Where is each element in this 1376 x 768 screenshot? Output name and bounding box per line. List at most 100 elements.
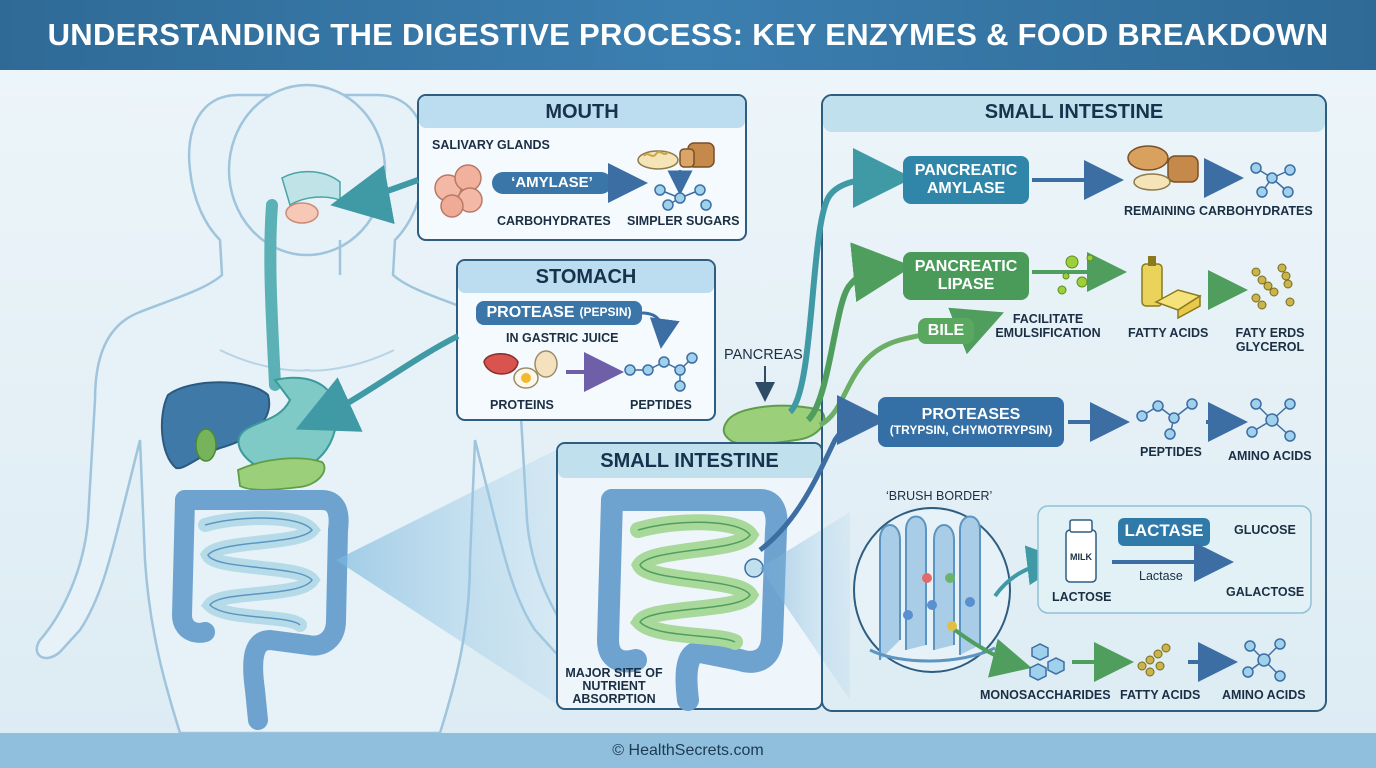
simple-sugar-molecule-icon: [654, 184, 712, 211]
emulsification-line2: EMULSIFICATION: [995, 326, 1101, 340]
pancreas-label: PANCREAS: [724, 347, 803, 363]
protease-label: PROTEASE: [486, 303, 575, 321]
protease-pill: PROTEASE (PEPSIN): [476, 301, 642, 325]
proteases-label: PROTEASES: [921, 405, 1021, 423]
inset-heading: SMALL INTESTINE: [600, 450, 779, 472]
esophagus: [264, 199, 281, 391]
pancreatic-amylase-line2: AMYLASE: [926, 180, 1006, 197]
liver: [160, 381, 271, 470]
head-outline: [227, 83, 387, 257]
pancreatic-amylase-pill-bg: [903, 156, 1029, 204]
peptides-label: PEPTIDES: [630, 398, 692, 412]
pancreatic-lipase-flow-arrow: [805, 242, 913, 423]
title-banner: UNDERSTANDING THE DIGESTIVE PROCESS: KEY…: [0, 0, 1376, 70]
pancreas-organ: [237, 457, 326, 491]
page-title: UNDERSTANDING THE DIGESTIVE PROCESS: KEY…: [47, 17, 1329, 52]
small-intestine-panel: [821, 94, 1327, 712]
bile-pill: BILE: [918, 318, 974, 344]
peptide-molecule-icon: [624, 352, 698, 392]
inset-header-bg: [558, 444, 821, 478]
pancreatic-amylase-pill: PANCREATIC AMYLASE: [903, 156, 1029, 204]
fatty-acid-chain-icon: [1251, 263, 1295, 310]
amylase-label: ‘AMYLASE’: [511, 174, 593, 191]
fatty-acid-absorbed-icon: [1137, 643, 1171, 677]
fat-final-line1: FATY ERDS: [1235, 326, 1305, 340]
lactose-label: LACTOSE: [1052, 590, 1112, 604]
pancreatic-lipase-pill: PANCREATIC LIPASE: [903, 252, 1029, 300]
villi-zoom-beam: [760, 512, 850, 700]
fat-food-icon: [1141, 256, 1202, 320]
si-peptides-label: PEPTIDES: [1140, 445, 1202, 459]
absorbed-amino-acids-label: AMINO ACIDS: [1222, 688, 1306, 702]
trypsin-label: (TRYPSIN, CHYMOTRYPSIN): [889, 423, 1053, 438]
pancreatic-amylase-flow-arrow: [787, 148, 913, 415]
lactase-sub-label: Lactase: [1139, 569, 1183, 583]
proteases-flow-arrow: [758, 395, 887, 552]
amino-acids-molecule-icon: [1246, 398, 1296, 442]
brush-border-label: ‘BRUSH BORDER’: [886, 489, 993, 503]
lactase-pill-bg: [1118, 518, 1210, 546]
emulsification-label: FACILITATE EMULSIFICATION: [992, 312, 1104, 340]
si-amino-acids-label: AMINO ACIDS: [1228, 449, 1312, 463]
absorbed-fatty-acids-label: FATTY ACIDS: [1120, 688, 1201, 702]
monosaccharide-icon: [1029, 643, 1065, 681]
bile-pill-bg: [918, 318, 974, 344]
remaining-carbohydrates-label: REMAINING CARBOHYDRATES: [1124, 204, 1313, 218]
salivary-gland-small: [285, 202, 319, 224]
pancreatic-lipase-line1: PANCREATIC: [914, 257, 1018, 275]
sugar-molecule-icon: [1250, 162, 1296, 198]
proteins-label: PROTEINS: [490, 398, 554, 412]
galactose-label: GALACTOSE: [1226, 585, 1305, 599]
amino-acid-absorbed-icon: [1242, 638, 1286, 682]
salivary-gland-icon: [434, 164, 483, 218]
mouth-header-bg: [419, 96, 745, 128]
lactase-box: [1037, 505, 1312, 614]
pancreas-illustration: [722, 404, 826, 446]
zoom-beam: [336, 448, 560, 706]
stomach-header-bg: [458, 261, 714, 293]
si-panel-heading: SMALL INTESTINE: [984, 101, 1164, 123]
proteases-pill: PROTEASES (TRYPSIN, CHYMOTRYPSIN): [878, 397, 1064, 447]
footer-bar: © HealthSecrets.com: [0, 733, 1376, 768]
copyright-text: © HealthSecrets.com: [612, 741, 764, 759]
stomach-heading: STOMACH: [535, 266, 637, 288]
gastric-juice-label: IN GASTRIC JUICE: [506, 331, 619, 345]
intestine-inset-illustration: [596, 489, 788, 711]
stomach-pointer-arrow: [295, 333, 460, 432]
bile-label: BILE: [927, 321, 965, 339]
remaining-carbohydrates-icon: [1127, 145, 1199, 191]
absorption-site-caption: MAJOR SITE OF NUTRIENT ABSORPTION: [565, 666, 663, 707]
carbohydrates-label: CARBOHYDRATES: [497, 214, 611, 228]
proteases-pill-bg: [878, 397, 1064, 447]
pancreatic-lipase-line2: LIPASE: [937, 276, 995, 293]
simpler-sugars-label: SIMPLER SUGARS: [627, 214, 740, 228]
fat-final-line2: GLYCEROL: [1235, 340, 1305, 354]
milk-label: MILK: [1070, 552, 1092, 562]
pancreatic-amylase-line1: PANCREATIC: [914, 161, 1018, 179]
glucose-label: GLUCOSE: [1234, 523, 1296, 537]
fat-final-label: FATY ERDS GLYCEROL: [1228, 326, 1312, 354]
absorption-arrow: [953, 628, 1032, 678]
salivary-glands-label: SALIVARY GLANDS: [432, 138, 550, 152]
large-intestine: [175, 490, 349, 730]
protease-pill-bg: [476, 301, 642, 325]
emulsification-line1: FACILITATE: [1012, 312, 1084, 326]
mouth-heading: MOUTH: [545, 101, 619, 123]
mouth-pointer-arrow: [330, 164, 420, 224]
monosaccharides-label: MONOSACCHARIDES: [980, 688, 1111, 702]
villi-illustration: [853, 507, 1011, 673]
si-header-bg: [823, 96, 1325, 132]
pepsin-label: (PEPSIN): [579, 305, 632, 320]
gallbladder: [195, 428, 217, 462]
protein-food-icon: [483, 350, 558, 389]
emulsification-droplets-icon: [1057, 254, 1094, 295]
peptides-molecule-icon: [1136, 398, 1198, 440]
pancreatic-lipase-pill-bg: [903, 252, 1029, 300]
lactase-label: LACTASE: [1124, 521, 1204, 540]
milk-carton-icon: [1065, 519, 1097, 583]
carbohydrate-food-icon: [637, 142, 715, 170]
fatty-acids-label: FATTY ACIDS: [1128, 326, 1209, 340]
amylase-pill-bg: [492, 172, 612, 194]
